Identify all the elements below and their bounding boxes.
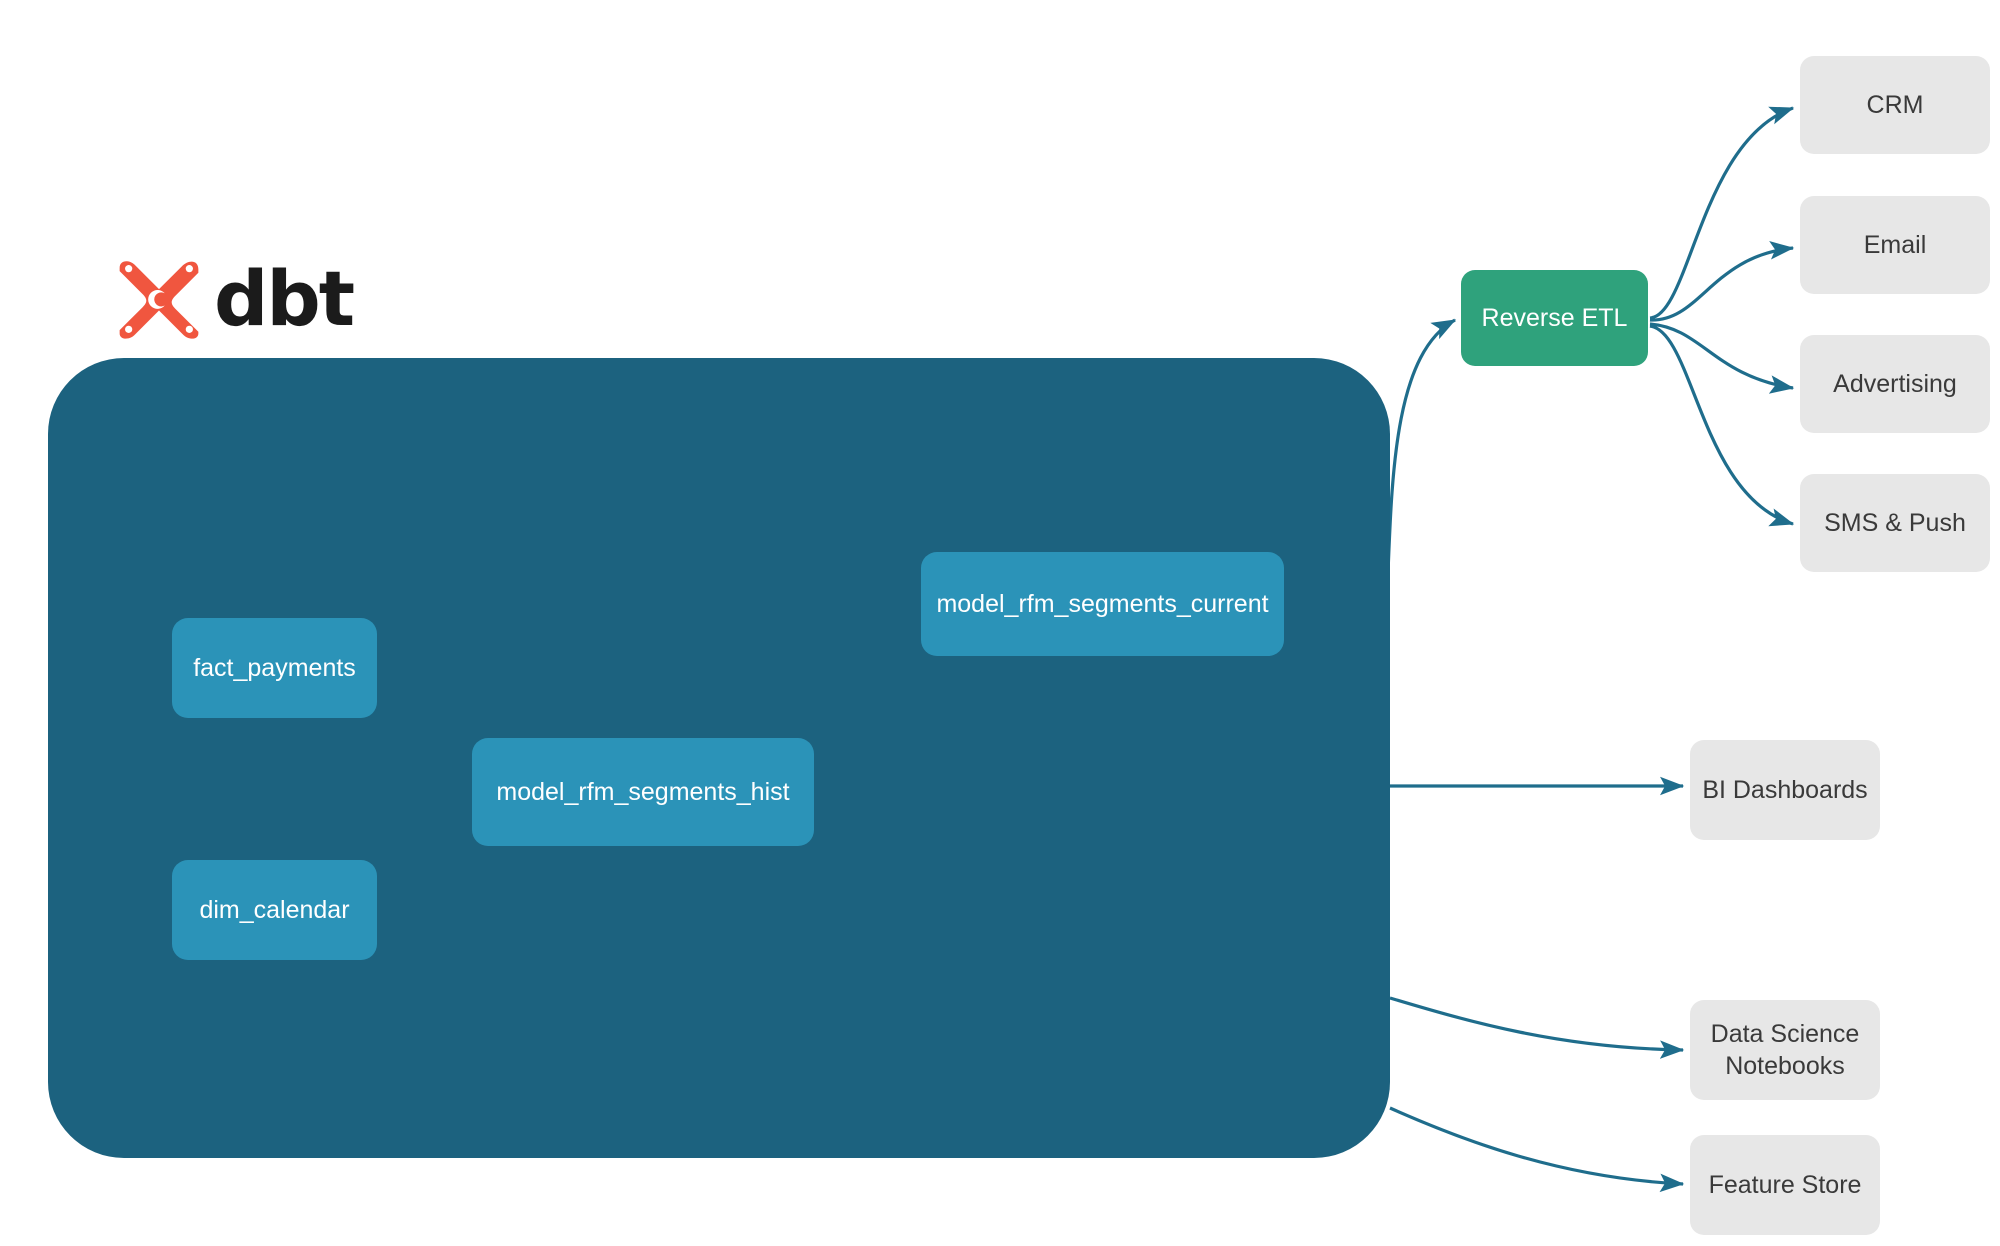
- node-email-label: Email: [1863, 231, 1927, 259]
- node-model-rfm-segments-current[interactable]: model_rfm_segments_current: [921, 552, 1284, 656]
- node-data-science-notebooks-line1: Data Science: [1710, 1020, 1860, 1048]
- node-sms-push[interactable]: SMS & Push: [1800, 474, 1990, 572]
- edge-reverse-etl-to-crm: [1649, 106, 1795, 320]
- node-bi-dashboards-label: BI Dashboards: [1702, 776, 1868, 804]
- edge-reverse-etl-to-advertising: [1649, 322, 1795, 394]
- node-email[interactable]: Email: [1800, 196, 1990, 294]
- dbt-logo: dbt: [118, 254, 355, 343]
- node-dim-calendar-label: dim_calendar: [199, 895, 350, 924]
- node-crm[interactable]: CRM: [1800, 56, 1990, 154]
- edge-to-ds-notebooks: [1389, 996, 1685, 1059]
- node-reverse-etl[interactable]: Reverse ETL: [1461, 270, 1648, 366]
- node-data-science-notebooks[interactable]: Data Science Notebooks: [1690, 1000, 1880, 1100]
- node-advertising[interactable]: Advertising: [1800, 335, 1990, 433]
- node-feature-store[interactable]: Feature Store: [1690, 1135, 1880, 1235]
- node-crm-label: CRM: [1866, 91, 1924, 119]
- node-sms-push-label: SMS & Push: [1824, 509, 1966, 537]
- node-data-science-notebooks-label: Data Science Notebooks: [1711, 1018, 1860, 1082]
- node-data-science-notebooks-line2: Notebooks: [1725, 1052, 1845, 1080]
- edge-reverse-etl-to-email: [1649, 241, 1795, 322]
- node-fact-payments-label: fact_payments: [193, 653, 356, 682]
- node-model-rfm-segments-hist[interactable]: model_rfm_segments_hist: [472, 738, 814, 846]
- dbt-wordmark: dbt: [214, 254, 355, 343]
- node-fact-payments[interactable]: fact_payments: [172, 618, 377, 718]
- node-reverse-etl-label: Reverse ETL: [1481, 303, 1628, 332]
- node-bi-dashboards[interactable]: BI Dashboards: [1690, 740, 1880, 840]
- dbt-logo-icon: [119, 261, 199, 339]
- node-dim-calendar[interactable]: dim_calendar: [172, 860, 377, 960]
- node-model-rfm-segments-hist-label: model_rfm_segments_hist: [496, 777, 790, 806]
- node-feature-store-label: Feature Store: [1708, 1171, 1862, 1199]
- edge-current-to-reverse-etl: [1386, 318, 1457, 574]
- node-advertising-label: Advertising: [1833, 370, 1957, 398]
- edge-to-feature-store: [1389, 1106, 1685, 1193]
- node-model-rfm-segments-current-label: model_rfm_segments_current: [936, 589, 1269, 618]
- edge-reverse-etl-to-sms-push: [1649, 324, 1795, 527]
